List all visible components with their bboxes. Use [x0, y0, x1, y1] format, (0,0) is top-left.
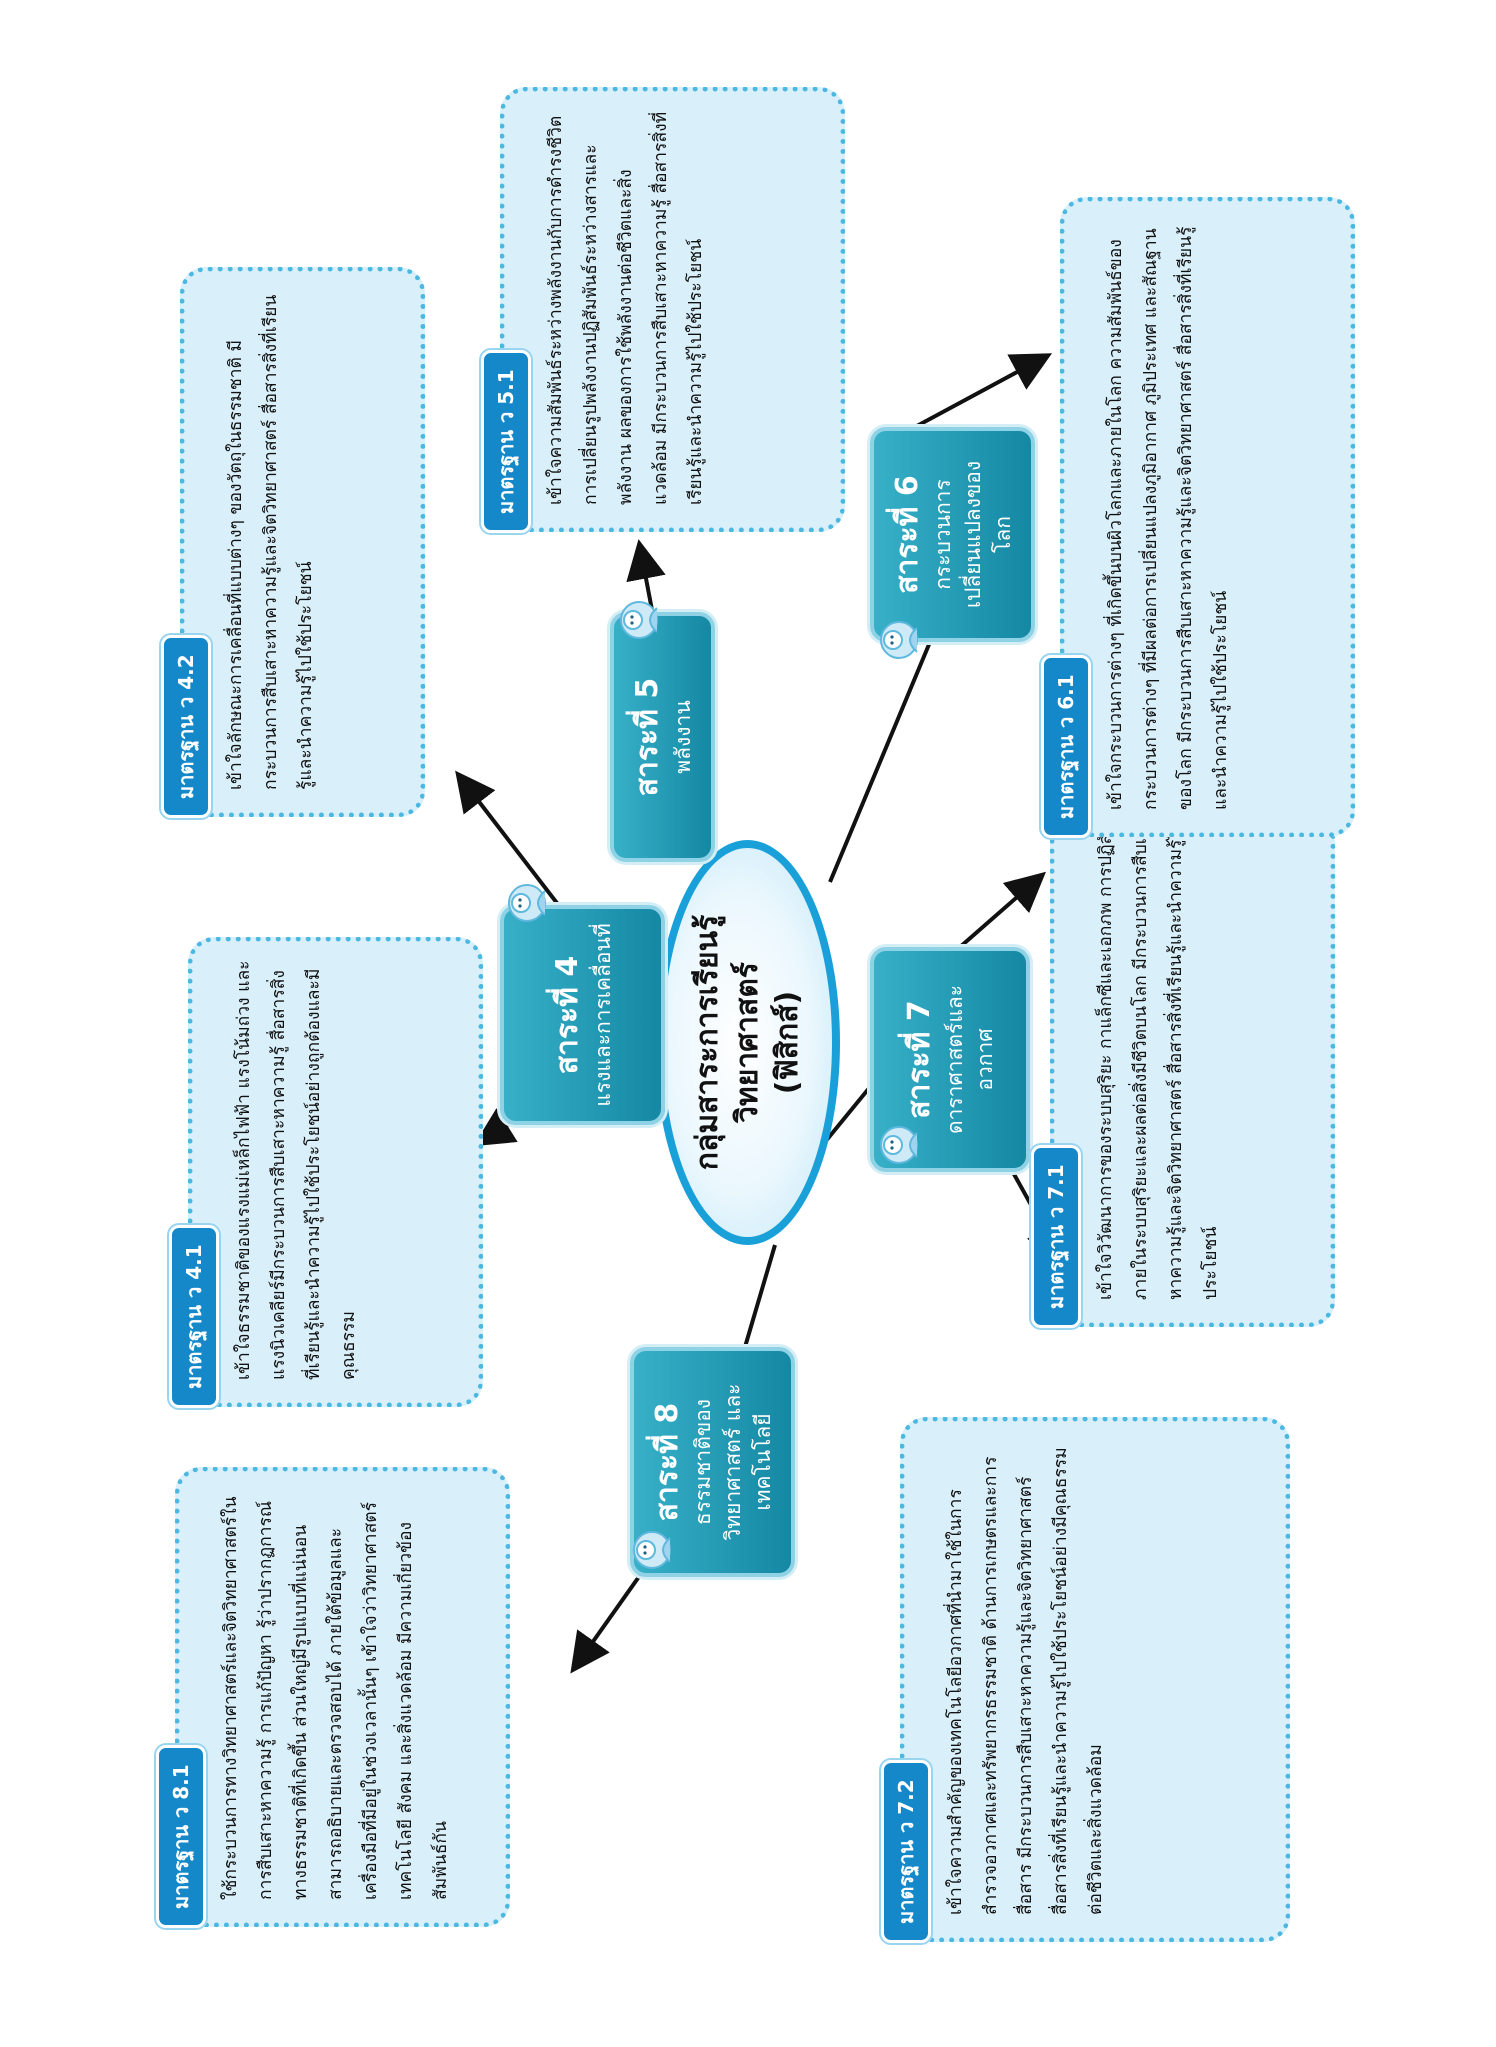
student-avatar-icon [633, 1531, 671, 1569]
standard-6-1-label: มาตรฐาน ว 6.1 [1041, 655, 1091, 838]
standard-4-1-label: มาตรฐาน ว 4.1 [169, 1225, 219, 1408]
student-avatar-icon [508, 884, 546, 922]
strand-5-title: สาระที่ 5 [629, 677, 665, 797]
center-title-line1: กลุ่มสาระการเรียนรู้ [689, 914, 725, 1171]
connector-arrow [455, 770, 562, 909]
strand-6-title: สาระที่ 6 [889, 475, 925, 594]
strand-4-title: สาระที่ 4 [549, 955, 585, 1075]
connector-arrow [828, 641, 932, 883]
standard-4-2-label: มาตรฐาน ว 4.2 [161, 635, 211, 818]
connector-arrow [823, 1085, 872, 1144]
standard-4-1-text: เข้าใจธรรมชาติของแรงแม่เหล็กไฟฟ้า แรงโน้… [234, 960, 359, 1380]
strand-4-node: สาระที่ 4 แรงและการเคลื่อนที่ [500, 905, 665, 1125]
standard-7-2-text: เข้าใจความสำคัญของเทคโนโลยีอวกาศที่นำมาใ… [946, 1447, 1106, 1915]
strand-8-subtitle: ธรรมชาติของวิทยาศาสตร์ และเทคโนโลยี [690, 1383, 775, 1541]
standard-5-1-text: เข้าใจความสัมพันธ์ระหว่างพลังงานกับการดำ… [546, 111, 706, 505]
standard-5-1-box: มาตรฐาน ว 5.1 เข้าใจความสัมพันธ์ระหว่างพ… [481, 87, 845, 533]
connector-arrow [958, 871, 1047, 949]
standard-8-1-box: มาตรฐาน ว 8.1 ใช้กระบวนการทางวิทยาศาสตร์… [156, 1467, 510, 1928]
center-title-line2: วิทยาศาสตร์ [729, 962, 765, 1123]
standard-4-2-text: เข้าใจลักษณะการเคลื่อนที่แบบต่างๆ ของวัต… [226, 294, 316, 790]
strand-7-subtitle: ดาราศาสตร์และอวกาศ [943, 984, 997, 1135]
standard-6-1-box: มาตรฐาน ว 6.1 เข้าใจกระบวนการต่างๆ ที่เก… [1041, 197, 1355, 838]
connector-arrow [914, 353, 1053, 429]
standard-5-1-label: มาตรฐาน ว 5.1 [481, 350, 531, 533]
center-title-line3: (ฟิสิกส์) [769, 990, 805, 1095]
standard-7-1-text: เข้าใจวิวัฒนาการของระบบสุริยะ กาแล็กซีแล… [1096, 787, 1221, 1300]
standard-6-1-text: เข้าใจกระบวนการต่างๆ ที่เกิดขึ้นบนผิวโลก… [1106, 226, 1231, 810]
strand-5-node: สาระที่ 5 พลังงาน [610, 612, 715, 862]
standard-7-1-label: มาตรฐาน ว 7.1 [1031, 1145, 1081, 1328]
strand-8-title: สาระที่ 8 [649, 1402, 685, 1522]
student-avatar-icon [620, 601, 658, 639]
student-avatar-icon [880, 621, 918, 659]
center-topic: กลุ่มสาระการเรียนรู้ วิทยาศาสตร์ (ฟิสิกส… [655, 840, 840, 1245]
standard-7-2-label: มาตรฐาน ว 7.2 [881, 1760, 931, 1943]
student-avatar-icon [880, 1126, 918, 1164]
strand-5-subtitle: พลังงาน [670, 700, 695, 774]
standard-8-1-text: ใช้กระบวนการทางวิทยาศาสตร์และจิตวิทยาศาส… [221, 1496, 451, 1900]
strand-4-subtitle: แรงและการเคลื่อนที่ [590, 923, 615, 1107]
connector-arrow [743, 1244, 777, 1348]
strand-6-subtitle: กระบวนการ เปลี่ยนแปลงของโลก [930, 460, 1015, 609]
standard-4-1-box: มาตรฐาน ว 4.1 เข้าใจธรรมชาติของแรงแม่เหล… [169, 937, 483, 1408]
strand-6-node: สาระที่ 6 กระบวนการ เปลี่ยนแปลงของโลก [870, 427, 1035, 642]
standard-4-2-box: มาตรฐาน ว 4.2 เข้าใจลักษณะการเคลื่อนที่แ… [161, 267, 425, 818]
standard-7-2-box: มาตรฐาน ว 7.2 เข้าใจความสำคัญของเทคโนโลย… [881, 1417, 1290, 1943]
standard-8-1-label: มาตรฐาน ว 8.1 [156, 1745, 206, 1928]
strand-7-title: สาระที่ 7 [902, 1000, 937, 1119]
